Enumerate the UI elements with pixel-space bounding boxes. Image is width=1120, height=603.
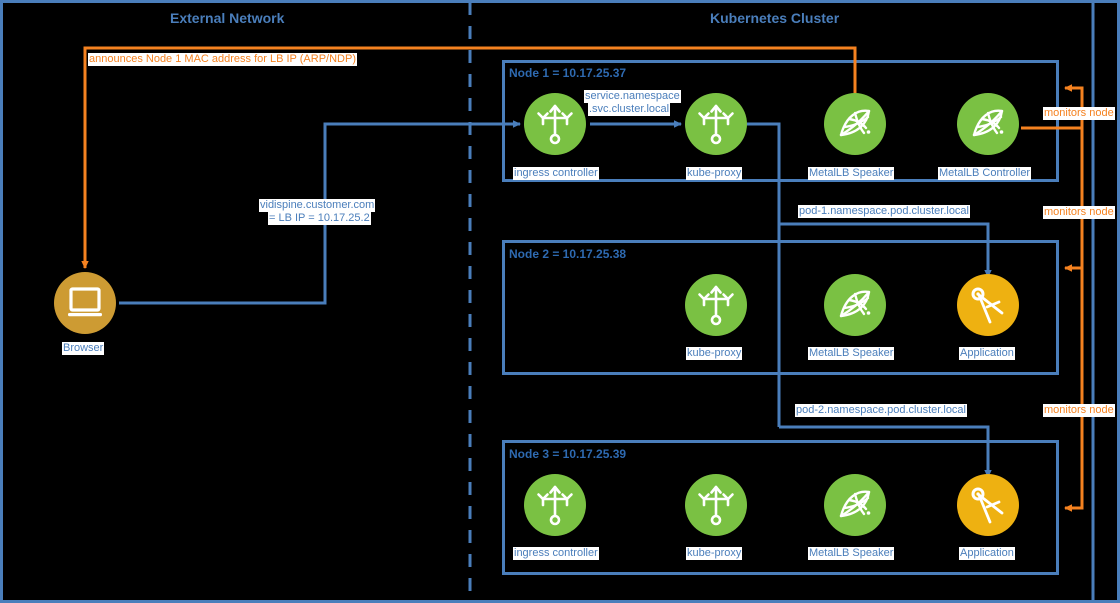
monitors-node-2-path [1064,128,1084,272]
lb-ip-label-line2: = LB IP = 10.17.25.2 [268,212,371,225]
pod-2-dns-label: pod-2.namespace.pod.cluster.local [795,404,967,417]
node-1-kube-proxy-label: kube-proxy [686,167,743,180]
node-3-kube-proxy-label: kube-proxy [686,547,743,560]
ingress-controller-icon[interactable] [524,93,586,155]
metallb-speaker-icon[interactable] [824,93,886,155]
kubernetes-cluster-title: Kubernetes Cluster [710,10,840,26]
node-3-metallb-speaker-icon[interactable] [824,474,886,536]
node-3-box [502,440,1059,575]
kube-proxy-icon[interactable] [685,93,747,155]
service-dns-label-line2: .svc.cluster.local [588,103,671,116]
node-1-metallb-controller-label: MetalLB Controller [938,167,1032,180]
service-dns-label-line1: service.namespace [584,90,681,103]
node-2-metallb-speaker-label: MetalLB Speaker [808,347,895,360]
browser-icon[interactable] [54,272,116,334]
monitors-node-1-label: monitors node [1043,107,1115,120]
node-3-application-label: Application [959,547,1015,560]
node-3-kube-proxy-icon[interactable] [685,474,747,536]
kubeproxy-trunk-path [747,122,781,427]
node-2-metallb-speaker-icon[interactable] [824,274,886,336]
node-3-metallb-speaker-label: MetalLB Speaker [808,547,895,560]
node-3-ingress-controller-label: ingress controller [513,547,599,560]
external-network-title: External Network [170,10,285,26]
application-icon[interactable] [957,274,1019,336]
node-2-title: Node 2 = 10.17.25.38 [509,247,627,261]
node-1-title: Node 1 = 10.17.25.37 [509,66,627,80]
node-3-title: Node 3 = 10.17.25.39 [509,447,627,461]
browser-label: Browser [62,342,105,355]
metallb-controller-icon[interactable] [957,93,1019,155]
node-3-ingress-controller-icon[interactable] [524,474,586,536]
pod-1-route-path [779,222,992,278]
node-1-metallb-speaker-label: MetalLB Speaker [808,167,895,180]
monitors-node-3-label: monitors node [1043,404,1115,417]
pod-1-dns-label: pod-1.namespace.pod.cluster.local [798,205,970,218]
node-3-application-icon[interactable] [957,474,1019,536]
arp-announce-label: announces Node 1 MAC address for LB IP (… [88,53,357,66]
monitors-node-2-label: monitors node [1043,206,1115,219]
arp-announce-path [81,46,857,269]
lb-ip-label-line1: vidispine.customer.com [259,199,376,212]
node-1-ingress-controller-label: ingress controller [513,167,599,180]
node-2-application-label: Application [959,347,1015,360]
pod-2-route-path [779,425,992,478]
node-2-kube-proxy-icon[interactable] [685,274,747,336]
monitors-node-3-path [1064,268,1084,512]
node-2-kube-proxy-label: kube-proxy [686,347,743,360]
